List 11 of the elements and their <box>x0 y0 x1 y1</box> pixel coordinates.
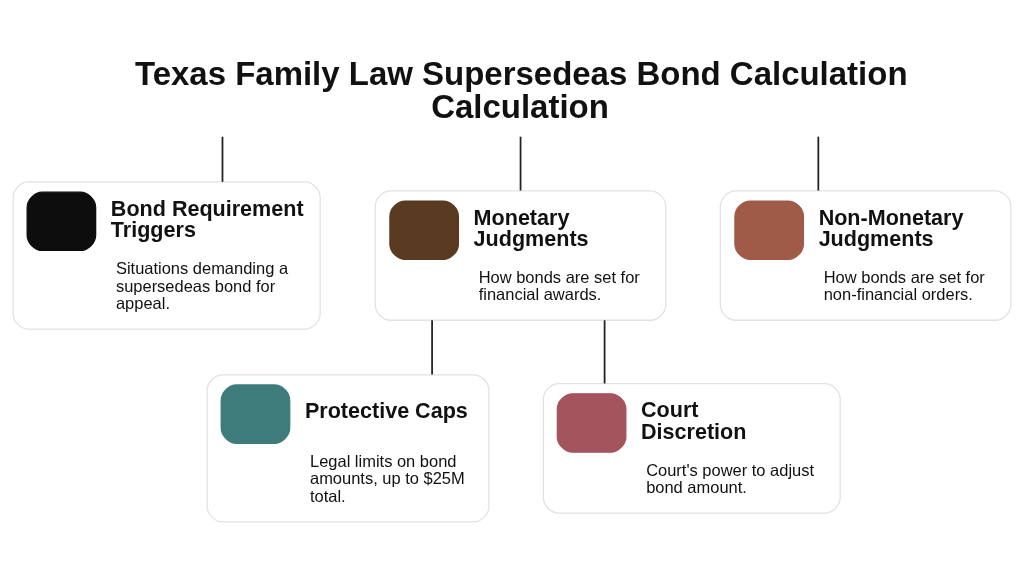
connector <box>431 319 433 376</box>
node-box: Non-Monetary Judgments How bonds are set for non-financial orders. <box>719 190 1012 321</box>
connector <box>221 135 224 183</box>
connector <box>519 135 522 192</box>
connector <box>603 319 606 385</box>
node-box: Monetary Judgments How bonds are set for financial awards. <box>374 190 667 321</box>
node-box: Bond Requirement Triggers Situations demanding a supersedeas bond for appeal. <box>12 181 321 330</box>
node-box: Court Discretion Court's power to adjust bond amount. <box>542 383 841 514</box>
node-text: Texas Family Law Supersedeas Bond Calculation Calculation <box>134 55 908 126</box>
connector <box>817 135 820 192</box>
node-box: Protective Caps Legal limits on bond amounts, up to $25M total. <box>206 374 490 523</box>
